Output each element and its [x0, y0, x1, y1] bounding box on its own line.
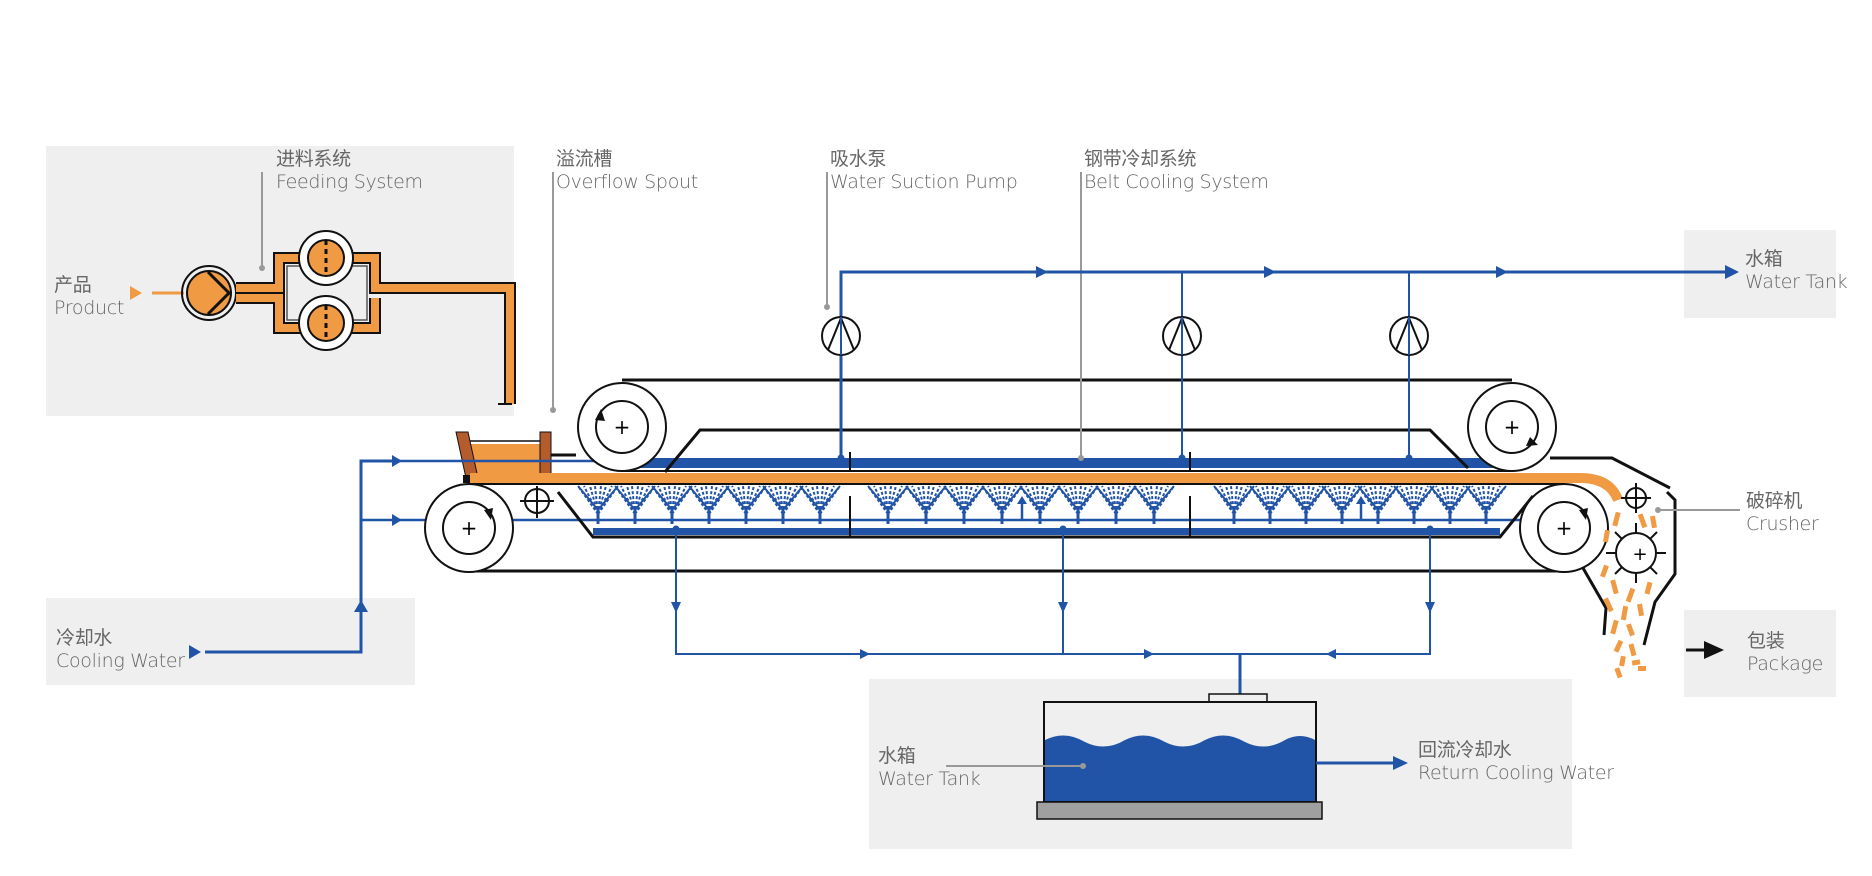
return-cooling-water-label-zh: 回流冷却水	[1418, 739, 1512, 761]
product-label: 产品 Product	[54, 274, 124, 320]
package-label: 包装 Package	[1747, 630, 1823, 676]
package-label-zh: 包装	[1747, 630, 1785, 652]
svg-text:+: +	[1556, 516, 1573, 540]
crusher-label-zh: 破碎机	[1746, 490, 1803, 512]
crusher-guide-roller-icon	[1621, 483, 1651, 513]
water-tank-label-zh: 水箱	[878, 745, 916, 767]
overflow-spout-label: 溢流槽 Overflow Spout	[556, 148, 698, 194]
crusher: +	[1550, 456, 1740, 679]
upper-left-pulley-icon: +	[577, 382, 667, 472]
suction-pump-3-icon	[1389, 315, 1429, 356]
tank-base	[1036, 801, 1323, 820]
water-tank-label-en: Water Tank	[878, 768, 981, 790]
crusher-label: 破碎机 Crusher	[1746, 490, 1819, 536]
water-tank-output-label-en: Water Tank	[1745, 271, 1848, 293]
cooling-water-input-arrow-icon	[189, 645, 201, 659]
water-tank	[946, 693, 1408, 820]
feeding-system-label-zh: 进料系统	[276, 148, 351, 170]
product-label-en: Product	[54, 297, 125, 319]
cooling-water-label: 冷却水 Cooling Water	[56, 627, 185, 673]
product-input-arrow-icon	[130, 286, 142, 300]
feeding-system-label: 进料系统 Feeding System	[276, 148, 423, 194]
overflow-spout-label-en: Overflow Spout	[556, 171, 698, 193]
svg-text:+: +	[461, 516, 478, 540]
crusher-rotor-icon: +	[1606, 523, 1666, 583]
svg-text:+: +	[1504, 415, 1521, 439]
gear-pump-bottom-icon	[298, 295, 354, 351]
return-cooling-water-label-en: Return Cooling Water	[1418, 762, 1614, 784]
belt-cooling-system-label-zh: 钢带冷却系统	[1084, 148, 1197, 170]
product-label-zh: 产品	[54, 274, 92, 296]
steel-belt: + +	[424, 172, 1623, 573]
cooling-water-label-zh: 冷却水	[56, 627, 113, 649]
svg-text:+: +	[614, 415, 631, 439]
spray-nozzles-group-1	[576, 484, 842, 526]
belt-cooling-system-label: 钢带冷却系统 Belt Cooling System	[1084, 148, 1269, 194]
crushed-product-flakes	[1600, 511, 1657, 679]
lower-right-pulley-icon: +	[1519, 483, 1609, 573]
water-tank-output-panel	[1684, 230, 1836, 318]
cooling-water-inlet	[189, 455, 1520, 659]
feeding-system-label-en: Feeding System	[276, 171, 423, 193]
suction-pump-2-icon	[1162, 315, 1202, 356]
product-layer	[470, 473, 1623, 503]
overflow-spout-label-zh: 溢流槽	[556, 148, 613, 170]
water-tank-label: 水箱 Water Tank	[878, 745, 981, 791]
belt-cooling-system-label-en: Belt Cooling System	[1084, 171, 1269, 193]
package-label-en: Package	[1747, 653, 1823, 675]
gear-pump-top-icon	[298, 230, 354, 286]
water-tank-output-label-zh: 水箱	[1745, 248, 1783, 270]
drain-collection	[671, 525, 1435, 728]
water-suction-pump-label-en: Water Suction Pump	[830, 171, 1018, 193]
water-tank-output-label: 水箱 Water Tank	[1745, 248, 1848, 294]
upper-right-pulley-icon: +	[1467, 382, 1557, 472]
cooling-water-panel	[46, 598, 415, 685]
feeding-system	[130, 172, 516, 405]
lower-left-pulley-icon: +	[424, 483, 514, 573]
return-cooling-water-label: 回流冷却水 Return Cooling Water	[1418, 739, 1614, 785]
suction-system	[821, 172, 1739, 462]
water-body	[1045, 735, 1315, 801]
package-arrow-icon	[1686, 641, 1724, 659]
water-suction-pump-label-zh: 吸水泵	[830, 148, 887, 170]
suction-pump-1-icon	[821, 315, 861, 356]
cooling-water-label-en: Cooling Water	[56, 650, 185, 672]
tension-roller-icon	[520, 486, 554, 518]
water-suction-pump-label: 吸水泵 Water Suction Pump	[830, 148, 1018, 194]
svg-text:+: +	[1632, 544, 1647, 565]
crusher-label-en: Crusher	[1746, 513, 1819, 535]
upper-belt: + +	[577, 378, 1557, 473]
